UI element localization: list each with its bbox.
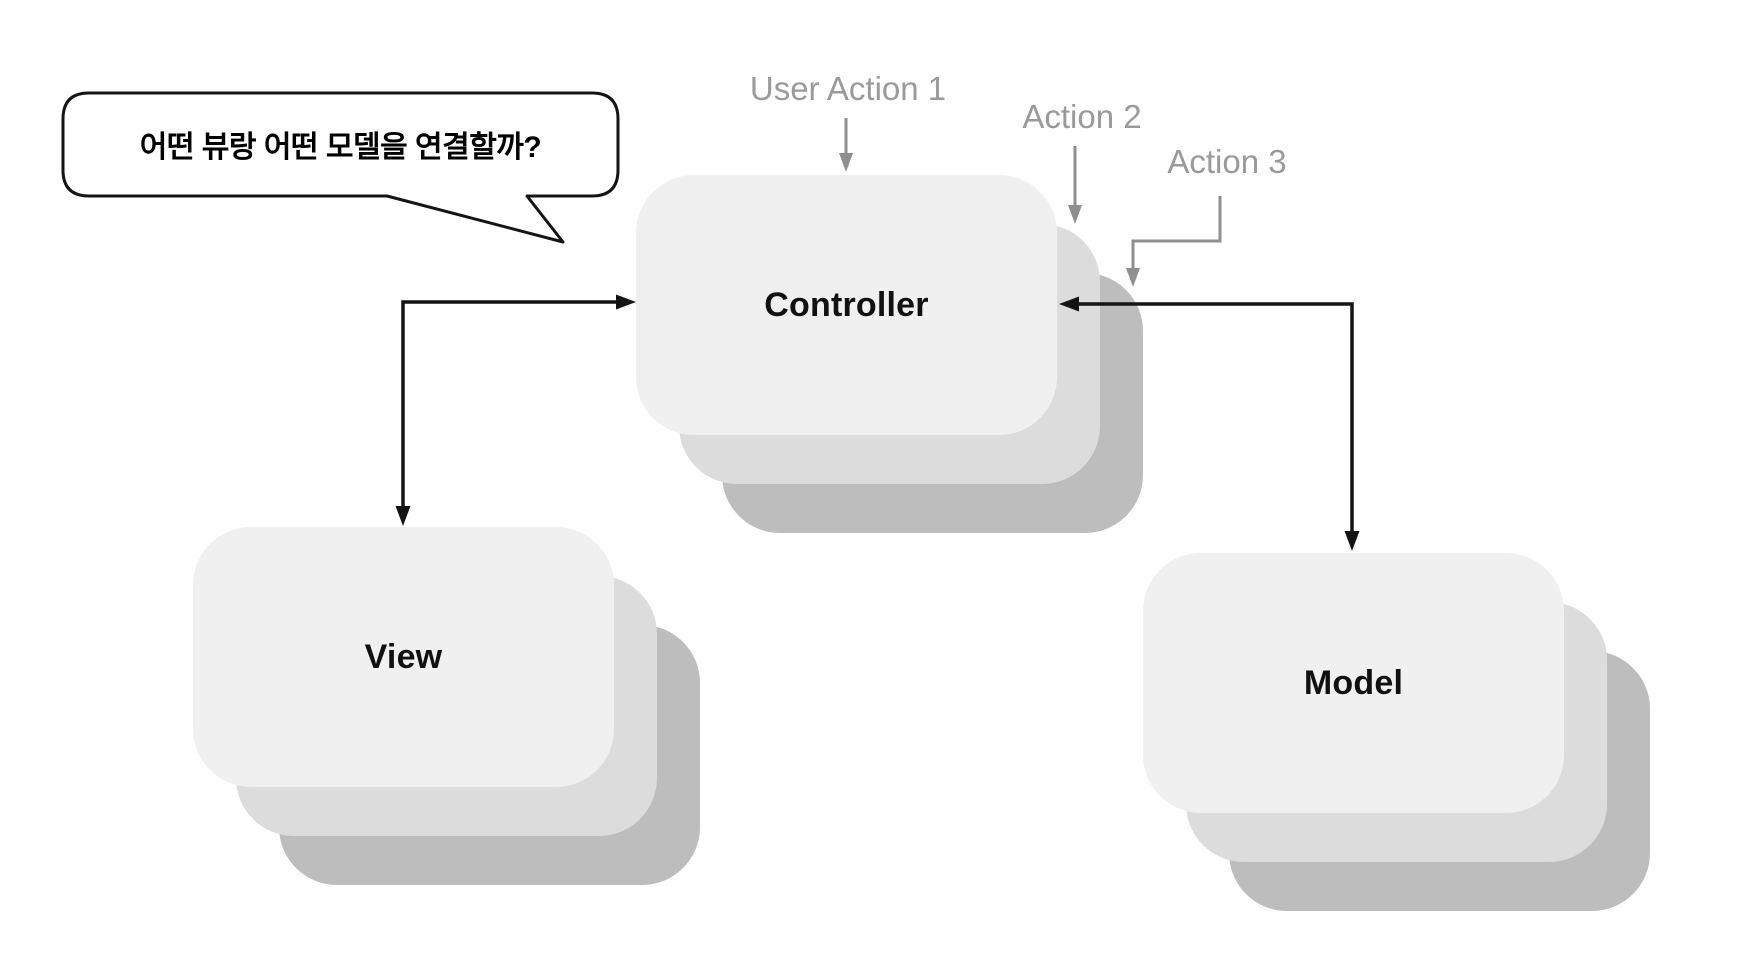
arrow-user-action-1 (839, 118, 853, 172)
label-user-action-1: User Action 1 (749, 70, 947, 107)
view-label: View (364, 637, 443, 676)
model-label: Model (1303, 663, 1404, 702)
controller-label: Controller (764, 285, 929, 324)
controller-card-front: Controller (636, 175, 1057, 435)
speech-bubble-text: 어떤 뷰랑 어떤 모델을 연결할까? (139, 131, 542, 164)
arrow-action-3 (1126, 196, 1222, 287)
arrow-action-2 (1068, 146, 1082, 224)
connector-controller-view (395, 294, 636, 526)
label-action-3: Action 3 (1167, 143, 1287, 180)
label-action-2: Action 2 (1022, 98, 1142, 135)
model-card-front: Model (1143, 553, 1564, 813)
view-card-front: View (193, 527, 614, 787)
